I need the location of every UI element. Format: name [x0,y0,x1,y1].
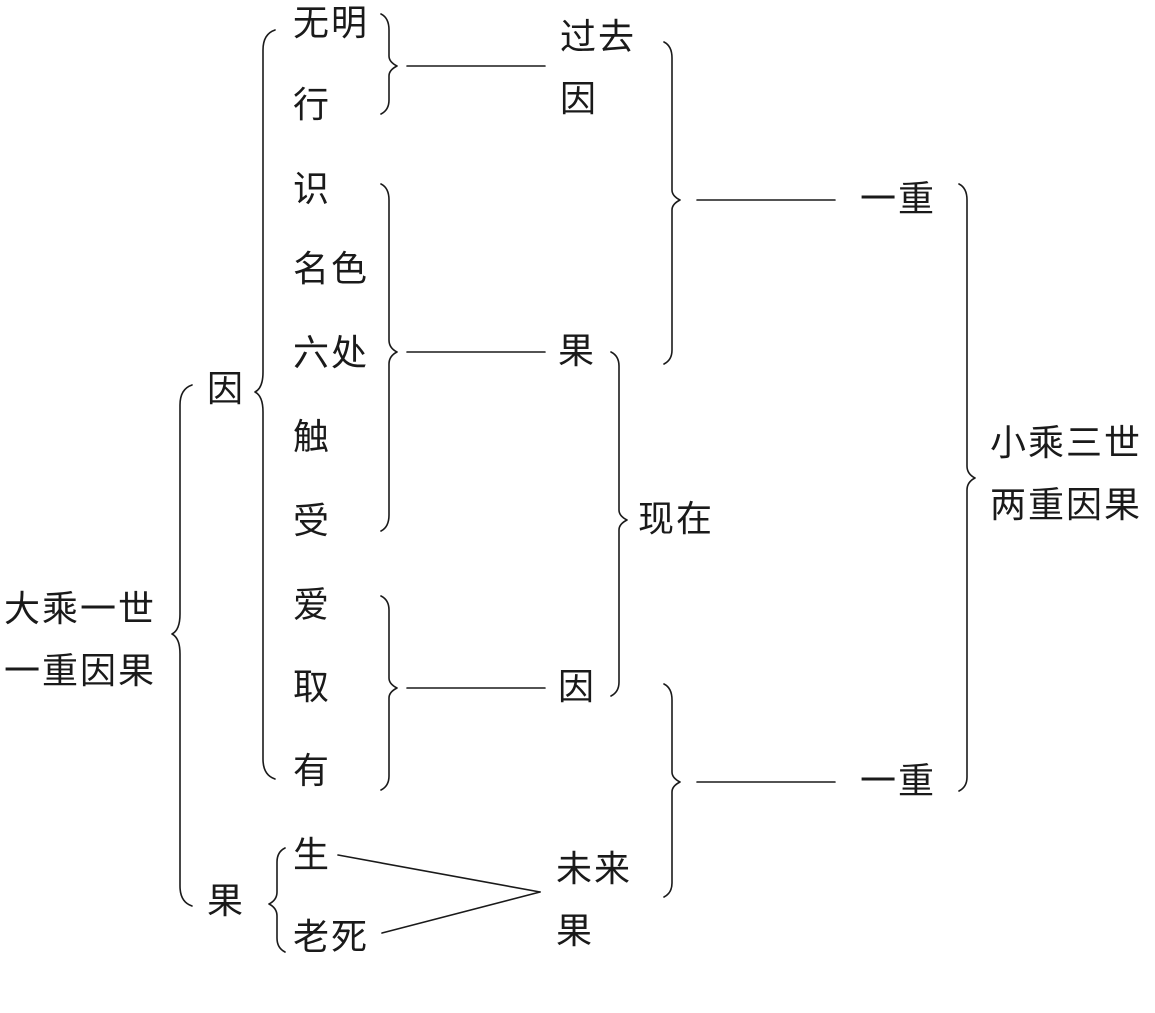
future-label-line1: 未来 [556,849,633,890]
link-ai: 爱 [293,585,332,626]
right-title-line2: 两重因果 [990,485,1143,526]
present-label: 现在 [638,499,715,540]
present-brace [610,351,628,697]
link-you: 有 [293,751,332,792]
past-label-line2: 因 [560,79,599,120]
left-title-line1: 大乘一世 [4,589,157,630]
present-cause-group-brace [380,595,398,791]
link-shi: 识 [293,169,332,210]
connector-sheng-future [337,854,541,893]
past-label-line1: 过去 [560,17,637,58]
future-label-line2: 果 [556,911,595,952]
link-laosi: 老死 [293,917,370,958]
second-layer-label: 一重 [860,761,937,802]
second-layer-brace [663,683,681,898]
link-shou: 受 [293,501,332,542]
link-qu: 取 [293,667,332,708]
link-liuchu: 六处 [293,333,370,374]
cause-brace [254,29,276,780]
link-sheng: 生 [293,835,332,876]
present-effect-group-brace [380,183,398,532]
effect-small-brace [268,847,286,953]
link-mingse: 名色 [293,249,370,290]
past-cause-group-brace [380,13,398,115]
present-cause-label: 因 [558,667,597,708]
cause-label: 因 [207,369,246,410]
big-left-brace [171,384,193,907]
link-chu: 触 [293,417,332,458]
link-xing: 行 [293,85,332,126]
right-title-line1: 小乘三世 [990,423,1143,464]
link-wuming: 无明 [293,3,370,44]
first-layer-brace [663,41,681,365]
first-layer-label: 一重 [860,179,937,220]
effect-label: 果 [207,881,246,922]
right-big-brace [958,183,976,792]
left-title-line2: 一重因果 [4,651,157,692]
present-effect-label: 果 [558,331,597,372]
connector-laosi-future [381,891,541,934]
